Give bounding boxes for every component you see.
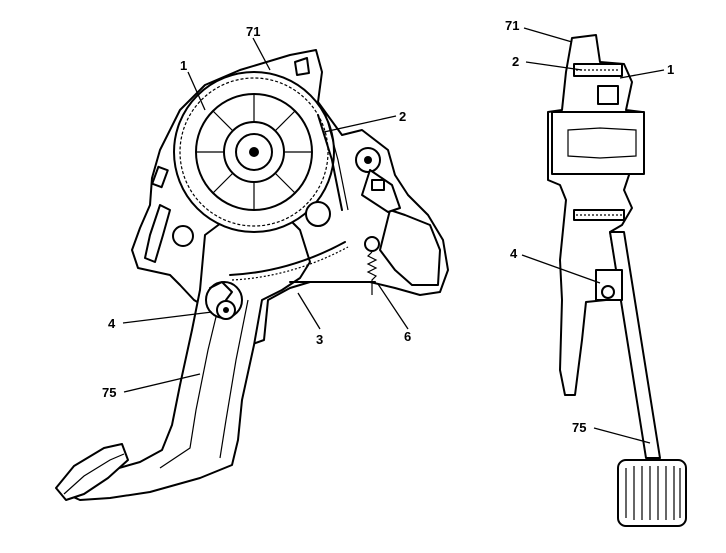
return-spring xyxy=(366,251,378,295)
mount-hole-left xyxy=(172,225,194,247)
callout-left-1: 1 xyxy=(180,58,187,73)
spring-anchor xyxy=(364,236,380,252)
callout-right-1: 1 xyxy=(667,62,674,77)
release-lever-slot xyxy=(371,179,385,191)
right-leaders xyxy=(521,27,665,444)
edge-pawl-pin xyxy=(601,285,615,299)
pedal-pad-line xyxy=(63,453,125,495)
callout-left-3: 3 xyxy=(316,332,323,347)
pedal-arm-edge xyxy=(159,291,223,469)
bracket-lobe xyxy=(379,209,441,286)
callout-left-4: 4 xyxy=(108,316,116,331)
edge-pad-ribs xyxy=(625,466,681,520)
ratchet-sector xyxy=(229,241,346,276)
callout-left-75: 75 xyxy=(102,385,116,400)
pivot-bushing xyxy=(305,201,331,227)
brake-cable-2 xyxy=(324,111,349,211)
pawl xyxy=(209,281,233,301)
pedal-arm-edge-2 xyxy=(219,299,249,459)
left-view-assembly xyxy=(55,37,449,501)
callout-left-6: 6 xyxy=(404,329,411,344)
callout-left-2: 2 xyxy=(399,109,406,124)
drum-spokes xyxy=(196,94,312,210)
callout-right-71: 71 xyxy=(505,18,519,33)
brake-cable xyxy=(317,114,343,211)
edge-window xyxy=(597,85,619,105)
pedal-pad xyxy=(55,443,129,501)
cable-wrap xyxy=(179,77,329,227)
edge-pedal-shaft xyxy=(609,231,661,459)
right-view-assembly xyxy=(521,27,687,527)
ratchet-teeth xyxy=(231,246,349,281)
release-pivot-pin xyxy=(364,156,372,164)
callout-right-75: 75 xyxy=(572,420,586,435)
drum-pivot xyxy=(249,147,259,157)
callout-left-71: 71 xyxy=(246,24,260,39)
edge-pedal-pad xyxy=(617,459,687,527)
callout-right-4: 4 xyxy=(510,246,518,261)
bracket-tab xyxy=(151,165,169,189)
edge-hub xyxy=(551,111,645,175)
callout-right-2: 2 xyxy=(512,54,519,69)
bracket-slot-left xyxy=(144,204,171,263)
edge-hub-detail xyxy=(567,127,637,159)
edge-lower-ring xyxy=(573,209,625,221)
left-leaders xyxy=(122,37,409,393)
pawl-pivot-pin xyxy=(223,307,229,313)
bracket-slot xyxy=(294,57,310,76)
